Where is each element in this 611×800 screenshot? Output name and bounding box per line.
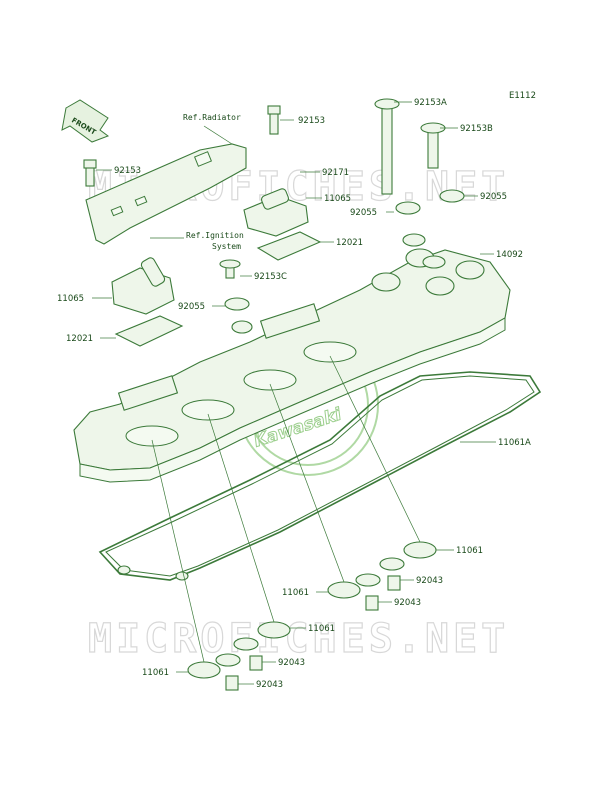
label-92153C: 92153C	[254, 272, 287, 282]
diagram-code: E1112	[509, 91, 536, 101]
label-92153-left: 92153	[114, 166, 141, 176]
gasket-11061A	[98, 371, 542, 581]
label-11061-r2: 11061	[282, 588, 309, 598]
label-92055-left: 92055	[178, 302, 205, 312]
label-92043-r1: 92043	[416, 576, 443, 586]
gasket-12021-right	[256, 231, 322, 261]
label-92153-top: 92153	[298, 116, 325, 126]
bolt-92153A	[374, 98, 400, 195]
label-14092: 14092	[496, 250, 523, 260]
label-12021-left: 12021	[66, 334, 93, 344]
seal-set-2	[327, 573, 381, 611]
ref-ignition-line1: Ref.Ignition	[186, 231, 244, 240]
bolt-92153-top	[267, 105, 281, 135]
seal-set-1	[379, 541, 437, 591]
label-12021-right: 12021	[336, 238, 363, 248]
washer-92055-right	[439, 189, 465, 203]
label-11061A: 11061A	[498, 438, 531, 448]
label-92043-r4: 92043	[256, 680, 283, 690]
label-11061-r3: 11061	[308, 624, 335, 634]
ref-ignition-line2: System	[212, 242, 241, 251]
label-92153A: 92153A	[414, 98, 447, 108]
label-11065-right: 11065	[324, 194, 351, 204]
ref-radiator: Ref.Radiator	[183, 113, 241, 122]
seal-set-3	[233, 621, 291, 671]
label-92043-r3: 92043	[278, 658, 305, 668]
washer-92055-mid	[395, 201, 421, 215]
label-92055-right: 92055	[480, 192, 507, 202]
gasket-12021-left	[114, 315, 184, 347]
breather-cover-right	[243, 188, 309, 237]
label-11061-r1: 11061	[456, 546, 483, 556]
cylinder-head-cover	[73, 233, 511, 483]
bolt-92153B	[420, 122, 446, 169]
label-11065-left: 11065	[57, 294, 84, 304]
washer-92055-left	[224, 297, 250, 311]
bolt-92153-left	[83, 159, 97, 187]
label-92153B: 92153B	[460, 124, 493, 134]
label-92055-mid: 92055	[350, 208, 377, 218]
seal-set-4	[187, 653, 241, 691]
bolt-92153C	[219, 259, 241, 279]
watermark-bottom: MICROFICHES.NET	[88, 616, 509, 662]
bracket-92171	[85, 143, 247, 245]
front-arrow-icon: FRONT	[61, 99, 110, 143]
label-92171: 92171	[322, 168, 349, 178]
breather-cover-left	[111, 257, 175, 315]
label-11061-r4: 11061	[142, 668, 169, 678]
label-92043-r2: 92043	[394, 598, 421, 608]
